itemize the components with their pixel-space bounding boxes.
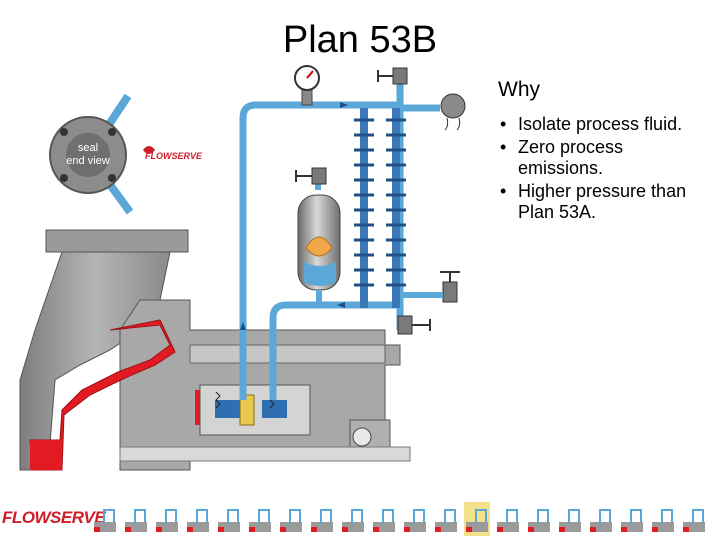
flange-bolt	[60, 128, 68, 136]
seal-view-label-line1: seal	[78, 142, 98, 154]
switch-wires	[445, 118, 460, 130]
drain-valve	[398, 316, 430, 334]
brand-logo: FLOWSERVE	[143, 146, 203, 161]
slide-thumbnail[interactable]	[621, 510, 643, 532]
brand-label: FLOWSERVE	[145, 151, 203, 161]
vent-valve	[378, 68, 407, 84]
bladder-accumulator	[296, 168, 340, 305]
suction-flange	[46, 230, 188, 252]
bearing	[353, 428, 371, 446]
slide-thumbnail[interactable]	[280, 510, 302, 532]
slide-thumbnail[interactable]	[94, 510, 116, 532]
slide-thumbnail[interactable]	[311, 510, 333, 532]
slide-thumbnail[interactable]	[342, 510, 364, 532]
seal-end-view: seal end view	[50, 96, 130, 212]
slide-thumbnail[interactable]	[683, 510, 705, 532]
frame-rib	[190, 345, 385, 363]
shaft	[120, 447, 410, 461]
slide-thumbnail[interactable]	[156, 510, 178, 532]
slide-thumbnail[interactable]	[125, 510, 147, 532]
slide-thumbnail[interactable]	[404, 510, 426, 532]
flange-bolt	[108, 174, 116, 182]
outer-seal-face	[262, 400, 287, 418]
slide-thumbnail-strip	[90, 500, 715, 540]
plan-53b-diagram: seal end view FLOWSERVE	[0, 0, 720, 500]
seal-chamber	[200, 385, 310, 435]
flange-bolt	[108, 128, 116, 136]
exchanger-tube	[392, 108, 400, 308]
slide-thumbnail[interactable]	[373, 510, 395, 532]
heat-exchanger	[354, 108, 406, 308]
slide-thumbnail[interactable]	[528, 510, 550, 532]
flange-bolt	[60, 174, 68, 182]
slide-thumbnail[interactable]	[652, 510, 674, 532]
pressure-switch	[441, 94, 465, 130]
exchanger-tube	[360, 108, 368, 308]
slide-thumbnail[interactable]	[218, 510, 240, 532]
slide-thumbnail[interactable]	[187, 510, 209, 532]
slide-thumbnail[interactable]	[464, 502, 490, 536]
slide-thumbnail[interactable]	[435, 510, 457, 532]
fill-valve-lower	[400, 272, 460, 302]
slide-thumbnail[interactable]	[497, 510, 519, 532]
seal-view-label-line2: end view	[66, 155, 109, 167]
process-sump	[30, 440, 62, 470]
switch-body	[441, 94, 465, 118]
fill-valve	[312, 168, 326, 184]
pressure-gauge	[295, 66, 319, 105]
slide-thumbnail[interactable]	[559, 510, 581, 532]
slide-thumbnail[interactable]	[590, 510, 612, 532]
slide-thumbnail[interactable]	[249, 510, 271, 532]
